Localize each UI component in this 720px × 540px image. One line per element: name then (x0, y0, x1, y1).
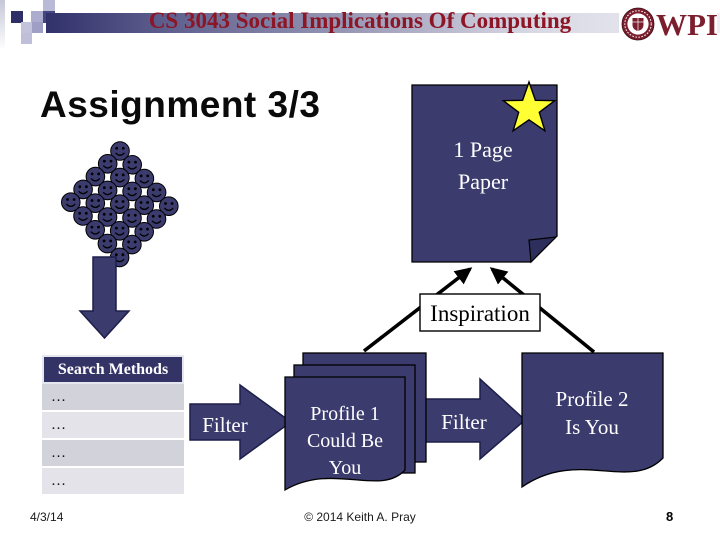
wpi-logo-text: WPI (656, 7, 717, 42)
profile1-line1: Profile 1 (310, 403, 379, 425)
table-row: … (42, 384, 184, 412)
decor-square (32, 22, 43, 33)
paper-line2: Paper (458, 169, 509, 194)
document-shape (284, 376, 406, 492)
profile1-document-stack: Profile 1 Could Be You (284, 352, 427, 492)
one-page-paper-document: 1 Page Paper (411, 79, 558, 264)
right-arrow-icon (189, 383, 293, 461)
right-arrow-icon (416, 377, 527, 461)
profile1-line3: You (329, 457, 361, 479)
footer-copyright: © 2014 Keith A. Pray (304, 510, 416, 524)
decor-square (11, 11, 23, 23)
folded-corner-icon (528, 236, 558, 264)
table-row: … (42, 440, 184, 468)
wpi-logo: WPI (619, 3, 718, 43)
left-edge-gradient-strip (0, 0, 5, 50)
filter-right-label: Filter (441, 410, 487, 434)
decor-square (21, 33, 32, 44)
filter-arrow-right: Filter (416, 377, 527, 461)
header-bar (46, 13, 720, 33)
profile2-document: Profile 2 Is You (521, 352, 664, 489)
table-row: … (42, 412, 184, 440)
decor-square (31, 11, 43, 23)
slide-number: 8 (666, 509, 674, 524)
document-shape (521, 352, 664, 489)
people-crowd-smileys (60, 141, 179, 268)
paper-line1: 1 Page (453, 137, 512, 162)
table-row: … (42, 468, 184, 496)
filter-left-label: Filter (202, 413, 248, 437)
decor-square (43, 0, 55, 11)
star-icon (501, 79, 557, 133)
profile2-line2: Is You (565, 415, 619, 439)
search-methods-table: Search Methods … … … … (42, 355, 184, 496)
inspiration-label: Inspiration (430, 301, 530, 326)
table-header: Search Methods (42, 355, 184, 384)
inspiration-arrow-left (362, 267, 473, 353)
wpi-seal-icon: WPI (621, 7, 718, 42)
profile1-line2: Could Be (307, 430, 383, 452)
down-arrow-icon (78, 256, 131, 340)
inspiration-arrow-right (489, 267, 596, 354)
filter-arrow-left: Filter (189, 383, 293, 461)
inspiration-box: Inspiration (419, 293, 541, 332)
decor-square (21, 22, 32, 33)
footer-date: 4/3/14 (30, 510, 64, 524)
course-title: CS 3043 Social Implications Of Computing (148, 8, 572, 33)
profile2-line1: Profile 2 (556, 387, 629, 411)
page-title: Assignment 3/3 (40, 84, 321, 125)
